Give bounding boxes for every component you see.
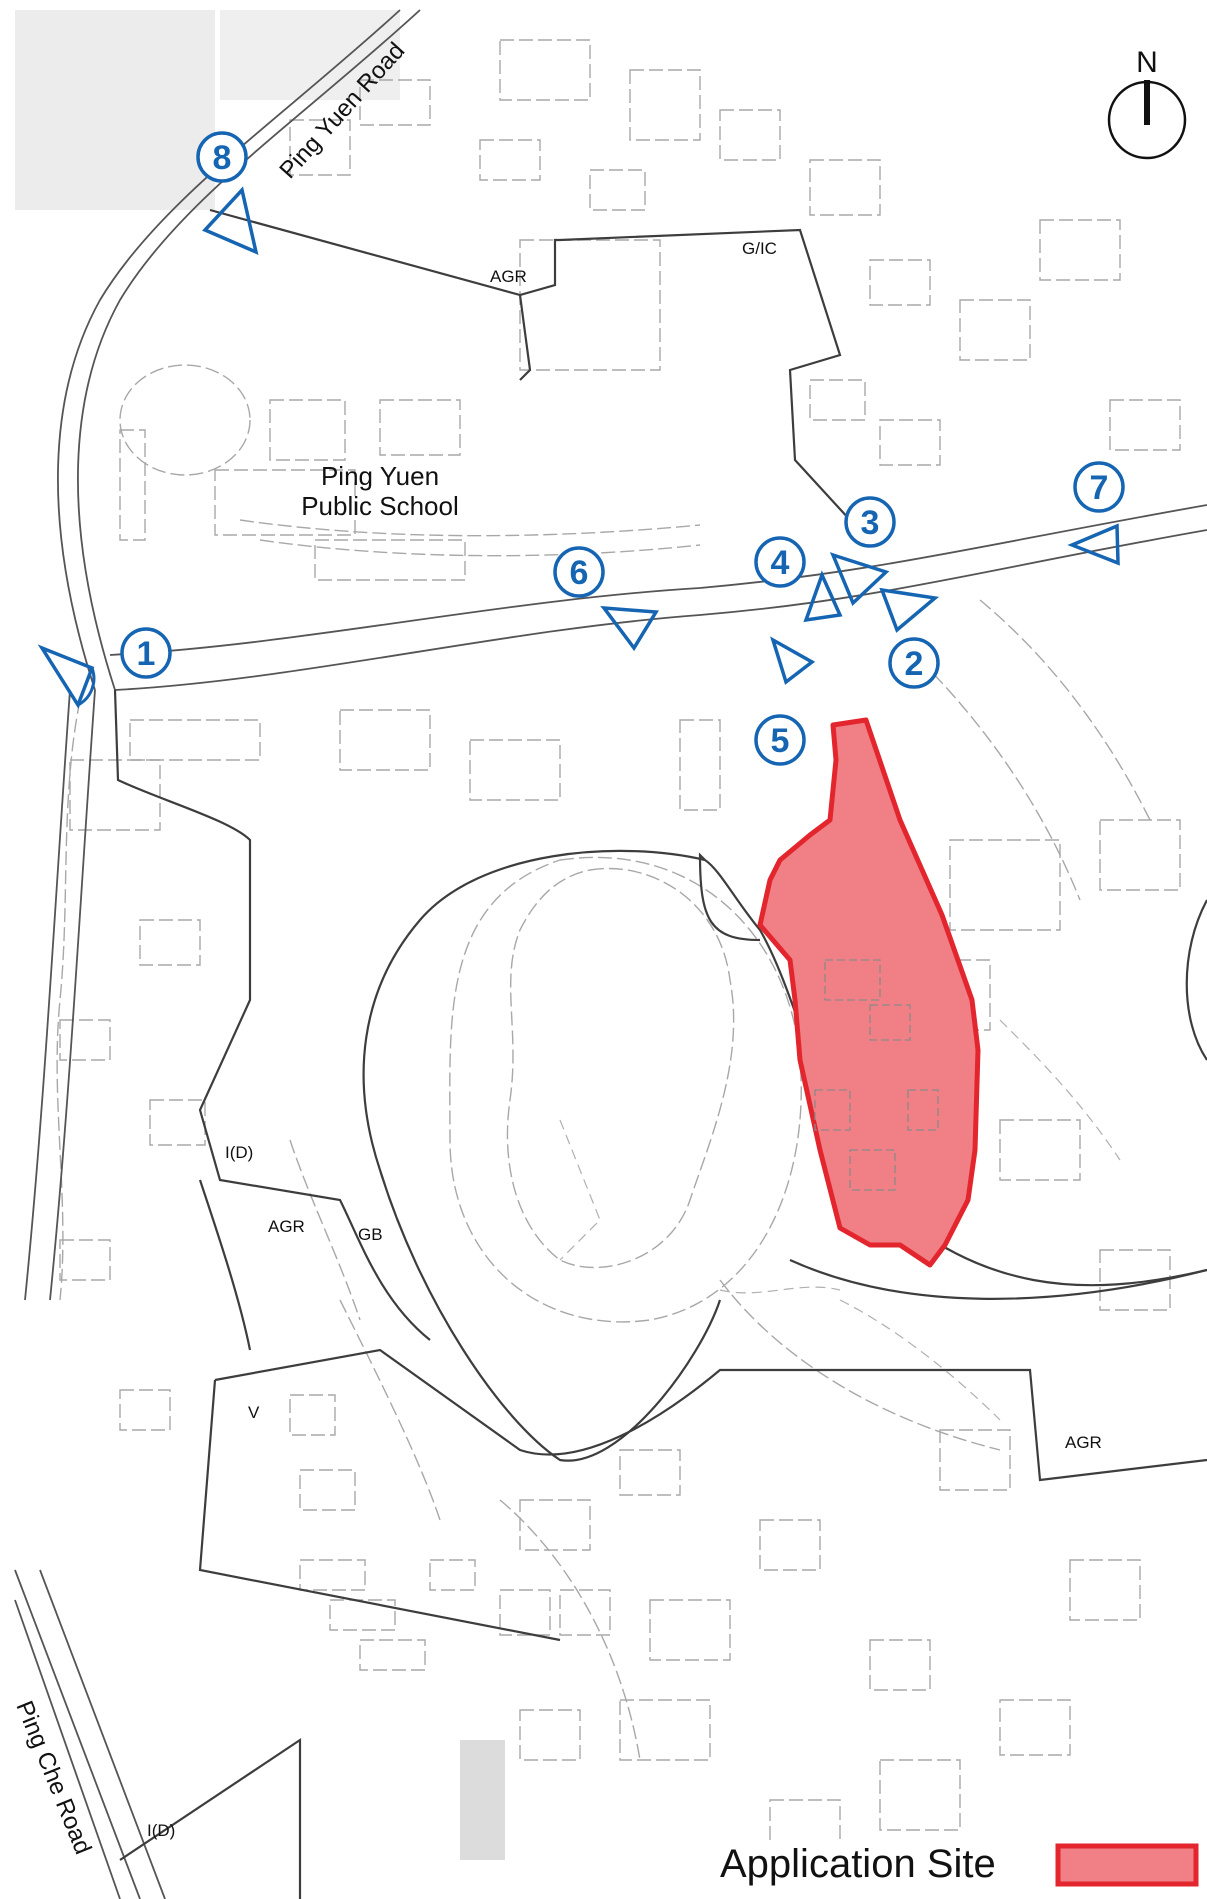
viewpoint-7-circle-icon <box>1073 461 1125 513</box>
school-name-line1: Ping Yuen <box>321 461 439 491</box>
viewpoint-6: 6 <box>553 546 659 652</box>
viewpoint-5-eye-icon <box>770 636 816 685</box>
zone-label-gb: GB <box>358 1225 383 1244</box>
viewpoint-5-circle-icon <box>754 714 806 766</box>
viewpoint-7-number: 7 <box>1090 469 1109 507</box>
viewpoint-8-circle-icon <box>196 131 248 183</box>
zone-label-v: V <box>248 1403 260 1422</box>
viewpoint-1-eye-icon <box>37 644 95 709</box>
roads <box>14 9 1207 1899</box>
minor-outlines <box>559 1019 1121 1421</box>
viewpoint-3-number: 3 <box>861 504 880 542</box>
viewpoint-8-eye-icon <box>202 186 259 255</box>
viewpoint-6-number: 6 <box>570 554 589 592</box>
viewpoint-4-eye-icon <box>803 570 843 623</box>
zone-label-agr-east: AGR <box>1065 1433 1102 1452</box>
zone-label-gic: G/IC <box>742 239 777 258</box>
viewpoint-6-eye-icon <box>600 605 659 652</box>
viewpoint-2-eye-icon <box>879 587 940 633</box>
viewpoint-1-circle-icon <box>120 627 172 679</box>
viewpoint-7-eye-icon <box>1067 523 1120 566</box>
viewpoint-7: 7 <box>1067 461 1125 566</box>
viewpoint-4-circle-icon <box>754 536 806 588</box>
viewpoint-5: 5 <box>754 636 816 766</box>
zone-label-agr-west: AGR <box>268 1217 305 1236</box>
zone-labels: AGR G/IC I(D) AGR GB V AGR I(D) <box>147 239 1102 1840</box>
viewpoint-3-circle-icon <box>844 496 896 548</box>
zone-label-id-west: I(D) <box>225 1143 253 1162</box>
viewpoint-1: 1 <box>37 627 172 709</box>
legend: Application Site <box>700 1842 1200 1897</box>
school-name-line2: Public School <box>301 491 459 521</box>
viewpoint-8: 8 <box>196 131 259 255</box>
background-linework <box>56 39 1181 1846</box>
zone-label-id-south: I(D) <box>147 1821 175 1840</box>
north-arrow: N <box>1107 46 1187 160</box>
legend-label: Application Site <box>720 1842 996 1886</box>
viewpoint-4-number: 4 <box>771 544 790 582</box>
viewpoint-8-number: 8 <box>213 139 232 177</box>
viewpoint-4: 4 <box>754 536 843 623</box>
zoning-boundaries <box>113 208 1207 1899</box>
viewpoint-5-number: 5 <box>771 722 790 760</box>
site-structures <box>814 959 939 1191</box>
viewpoints: 1 2 3 4 5 6 <box>37 131 1125 766</box>
application-site-polygon <box>757 717 981 1268</box>
viewpoint-2-number: 2 <box>905 645 924 683</box>
viewpoint-6-circle-icon <box>553 546 605 598</box>
zone-label-agr-north: AGR <box>490 267 527 286</box>
north-label: N <box>1136 46 1158 79</box>
legend-swatch <box>1055 1843 1199 1887</box>
viewpoint-2-circle-icon <box>888 637 940 689</box>
viewpoint-3: 3 <box>829 496 896 607</box>
viewpoint-1-number: 1 <box>137 635 156 673</box>
viewpoint-2: 2 <box>879 587 940 689</box>
viewpoint-3-eye-icon <box>829 552 890 607</box>
